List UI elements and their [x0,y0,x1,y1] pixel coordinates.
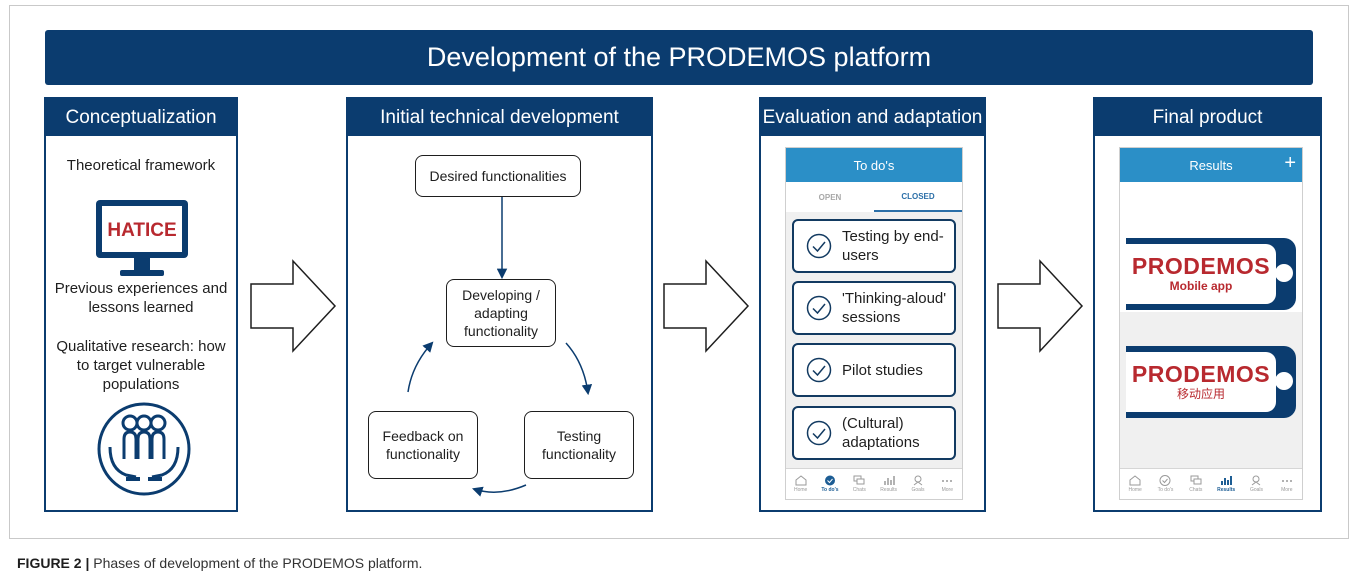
nav-label: Chats [1189,487,1203,493]
figure-title: Development of the PRODEMOS platform [45,30,1313,85]
nav-label: More [941,487,953,493]
phase-header: Initial technical development [348,99,651,136]
more-icon [1281,480,1292,482]
goals-icon [913,475,923,486]
tab-closed[interactable]: CLOSED [874,182,962,212]
check-circle-icon [806,233,832,259]
logo-body: PRODEMOS Mobile app [1126,244,1276,304]
app-title: To do's [786,148,962,182]
phase-final-product: Final product Results + PRODEMOS Mobile … [1093,97,1322,512]
check-circle-icon [1159,475,1171,486]
todo-item-label: Testing by end-users [842,228,944,264]
add-icon[interactable]: + [1284,152,1296,174]
prodemos-english-logo: PRODEMOS Mobile app [1126,238,1296,310]
more-icon [942,480,953,482]
prodemos-chinese-logo: PRODEMOS 移动应用 [1126,346,1296,418]
todo-item[interactable]: 'Thinking-aloud' sessions [792,281,956,335]
caption-text: Phases of development of the PRODEMOS pl… [89,555,423,571]
results-app-screen: Results + PRODEMOS Mobile app PRODEMOS 移… [1119,147,1303,500]
bar-chart-icon [883,476,895,485]
home-icon [795,475,807,486]
figure-frame [9,5,1349,539]
goals-icon [1252,475,1261,486]
nav-chats[interactable]: Chats [1181,469,1211,499]
check-circle-icon [824,475,835,486]
brand-subtitle-en: Mobile app [1169,279,1233,293]
todo-item-label: 'Thinking-aloud' sessions [842,290,947,326]
toggle-knob [1275,264,1293,282]
nav-label: Home [793,487,808,493]
testing-functionality-box: Testing functionality [524,411,634,479]
nav-label: Results [880,487,897,493]
feedback-functionality-box: Feedback on functionality [368,411,478,479]
bottom-nav: Home To do's Chats Results Goals More [1120,468,1302,499]
nav-label: To do's [821,487,839,493]
nav-results[interactable]: Results [1211,469,1241,499]
check-circle-icon [806,295,832,321]
chat-icon [853,475,865,485]
phase-conceptualization: Conceptualization Theoretical framework … [44,97,238,512]
monitor-icon: HATICE [96,200,188,276]
nav-goals[interactable]: Goals [1241,469,1271,499]
phase-header: Evaluation and adaptation [761,99,984,136]
caption-label: FIGURE 2 | [17,555,90,571]
nav-more[interactable]: More [933,469,962,499]
check-circle-icon [806,357,832,383]
nav-home[interactable]: Home [1120,469,1150,499]
brand-name: PRODEMOS [1131,361,1271,387]
nav-goals[interactable]: Goals [903,469,932,499]
todo-app-screen: To do's OPEN CLOSED Testing by end-users… [785,147,963,500]
phase-evaluation: Evaluation and adaptation To do's OPEN C… [759,97,986,512]
nav-label: Results [1217,487,1236,493]
nav-label: Goals [911,487,925,493]
nav-home[interactable]: Home [786,469,815,499]
nav-label: Home [1128,487,1142,493]
arrow-right-icon [997,259,1084,353]
logo-body: PRODEMOS 移动应用 [1126,352,1276,412]
phase-technical-development: Initial technical development Desired fu… [346,97,653,512]
nav-todos[interactable]: To do's [815,469,844,499]
app-title: Results [1189,157,1233,173]
qualitative-research-text: Qualitative research: how to target vuln… [56,338,226,393]
nav-results[interactable]: Results [874,469,903,499]
nav-label: Goals [1249,487,1263,493]
todo-tabs: OPEN CLOSED [786,182,962,212]
nav-label: Chats [852,487,866,493]
development-cycle-arrows [407,197,593,497]
todo-item[interactable]: Pilot studies [792,343,956,397]
nav-chats[interactable]: Chats [845,469,874,499]
previous-experiences-text: Previous experiences and lessons learned [54,280,228,316]
app-title-bar: Results + [1120,148,1302,182]
todo-item-label: Pilot studies [842,361,923,379]
bar-chart-icon [1221,476,1233,485]
home-icon [1129,475,1141,486]
nav-label: To do's [1157,487,1174,493]
phase-header: Conceptualization [46,99,236,136]
brand-subtitle-zh: 移动应用 [1176,387,1225,401]
developing-functionality-box: Developing / adapting functionality [446,279,556,347]
check-circle-icon [806,420,832,446]
figure-caption: FIGURE 2 | Phases of development of the … [17,555,422,571]
theoretical-framework-text: Theoretical framework [66,157,216,174]
nav-more[interactable]: More [1272,469,1302,499]
todo-item[interactable]: Testing by end-users [792,219,956,273]
arrow-right-icon [663,259,750,353]
community-hands-icon [97,402,191,496]
nav-todos[interactable]: To do's [1150,469,1180,499]
monitor-label: HATICE [107,220,176,241]
arrow-right-icon [250,259,337,353]
tab-open[interactable]: OPEN [818,192,842,202]
todo-item-label: (Cultural) adaptations [842,415,920,451]
phase-header: Final product [1095,99,1320,136]
todo-item[interactable]: (Cultural) adaptations [792,406,956,460]
toggle-knob [1275,372,1293,390]
nav-label: More [1281,487,1293,493]
chat-icon [1190,475,1202,485]
desired-functionalities-box: Desired functionalities [415,155,581,197]
bottom-nav: Home To do's Chats Results Goals More [786,468,962,499]
brand-name: PRODEMOS [1131,253,1271,279]
